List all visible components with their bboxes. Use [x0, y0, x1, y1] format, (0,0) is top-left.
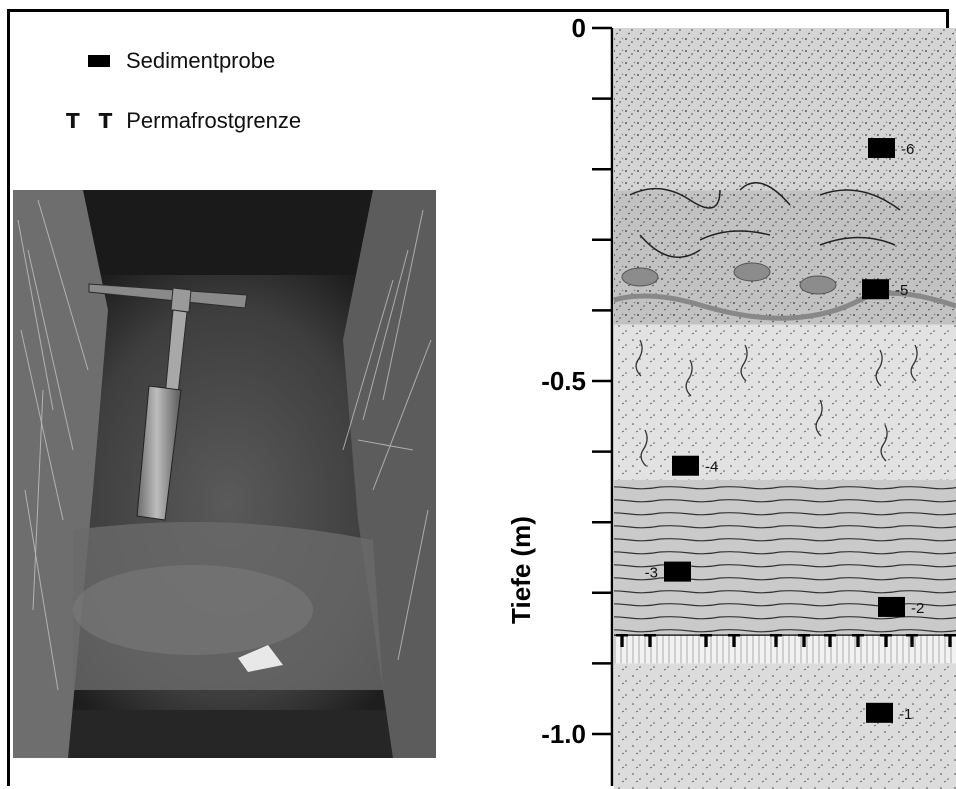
root-trace [815, 399, 823, 437]
clast-lens [799, 275, 837, 295]
legend-permafrost-label: Permafrostgrenze [126, 108, 302, 133]
sample-label: -5 [895, 282, 908, 299]
permafrost-t-icon: T [644, 631, 657, 652]
sample-label: -4 [705, 459, 718, 476]
root-trace [635, 339, 643, 377]
root-trace [880, 424, 888, 462]
sample-label: -2 [911, 600, 924, 617]
sample-marker [672, 455, 699, 476]
organic-streak [819, 236, 896, 246]
legend-sample-label: Sedimentprobe [126, 48, 276, 73]
sample-label: -6 [901, 141, 914, 158]
field-photo [13, 190, 436, 758]
permafrost-t-icon: T [770, 631, 783, 652]
clast-lens [621, 267, 659, 287]
sample-marker [862, 279, 889, 300]
layer-pattern-sand-with-roots [614, 324, 956, 480]
permafrost-t-icon: T [906, 631, 919, 652]
organic-streak [739, 182, 791, 206]
layer-pattern-coarse-sand-bottom [614, 663, 956, 789]
sample-marker [878, 596, 905, 617]
permafrost-t-icon: T [798, 631, 811, 652]
sample-marker-icon [88, 55, 110, 67]
layer-pattern-coarse-sand-top [614, 28, 956, 191]
organic-streak [819, 189, 901, 211]
sample-marker [868, 138, 895, 159]
sample-label: -3 [645, 565, 658, 582]
organic-streak [639, 234, 701, 258]
root-trace [640, 429, 648, 467]
root-trace [910, 344, 918, 382]
legend-permafrost-entry: T T Permafrostgrenze [66, 108, 301, 134]
permafrost-t-icon: T [700, 631, 713, 652]
root-trace [875, 349, 883, 387]
organic-streak [629, 187, 721, 209]
clast-lens [733, 262, 771, 282]
permafrost-symbol-icon: T T [66, 109, 119, 133]
permafrost-t-icon: T [824, 631, 837, 652]
depth-tick-label: 0 [572, 13, 586, 43]
permafrost-t-icon: T [880, 631, 893, 652]
root-trace [685, 359, 693, 397]
permafrost-t-icon: T [616, 631, 629, 652]
lithology-layers [614, 28, 956, 789]
sample-marker [866, 702, 893, 723]
sediment-samples: -6 -5 -4 -3 -2 -1 [645, 138, 924, 723]
depth-axis-title: Tiefe (m) [506, 516, 536, 624]
sample-marker [664, 561, 691, 582]
depth-axis-ticks: 0 -0.5 -1.0 [541, 13, 612, 749]
depth-tick-label: -0.5 [541, 366, 586, 396]
depth-tick-label: -1.0 [541, 719, 586, 749]
layer-pattern-rooted-organic-layer [614, 190, 956, 325]
organic-streak [699, 230, 771, 241]
permafrost-t-icon: T [852, 631, 865, 652]
sample-label: -1 [899, 706, 912, 723]
permafrost-t-icon: T [944, 631, 956, 652]
permafrost-t-icon: T [728, 631, 741, 652]
root-trace [740, 344, 748, 382]
legend-sample-entry: Sedimentprobe [88, 48, 275, 74]
layer-pattern-permafrost-boundary-band [614, 635, 956, 664]
